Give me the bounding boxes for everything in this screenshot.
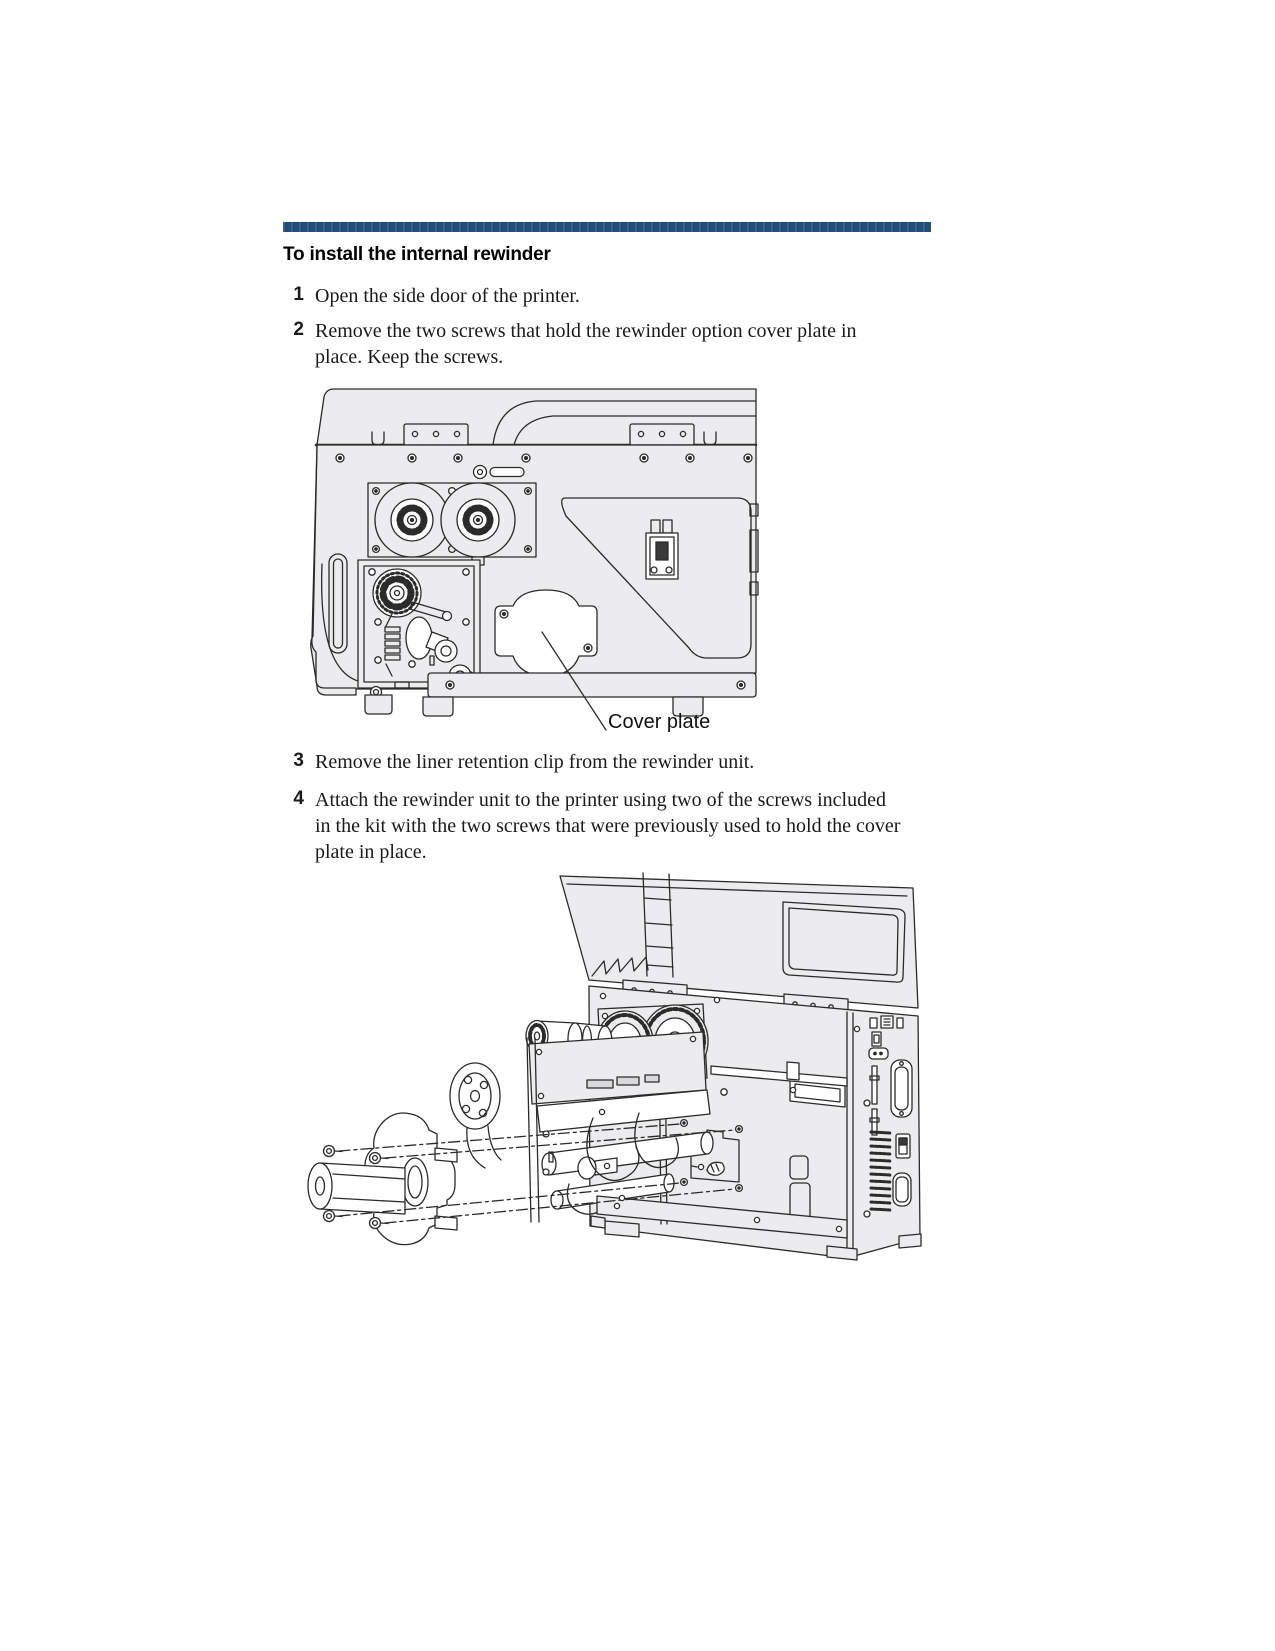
step-1: 1 Open the side door of the printer. (283, 283, 943, 309)
screw (853, 1025, 861, 1033)
latch-bar (869, 1065, 880, 1136)
rewinder-pulley (449, 1062, 502, 1169)
step-number: 2 (293, 319, 304, 340)
section-rule (283, 222, 931, 232)
rewinder-installation-drawing (307, 872, 922, 1261)
screw (598, 1108, 606, 1116)
screw (863, 1210, 871, 1218)
ribbon-spool (374, 482, 450, 558)
step-text: Remove the liner retention clip from the… (315, 751, 755, 773)
screw (618, 1194, 626, 1202)
sensor-block (645, 519, 679, 580)
screw (863, 1099, 871, 1107)
power-inlet (892, 1172, 912, 1207)
print-mechanism (528, 1031, 711, 1133)
latch-pin (472, 464, 525, 480)
parallel-port (890, 1059, 913, 1118)
screw (599, 992, 607, 1000)
mounting-tab (434, 1147, 458, 1163)
rear-connector-panel (789, 1015, 913, 1222)
door-handle (328, 553, 348, 654)
ethernet-port (880, 1015, 894, 1029)
usb-port (871, 1031, 882, 1047)
step-4: 4 Attach the rewinder unit to the printe… (283, 787, 943, 865)
step-3: 3 Remove the liner retention clip from t… (283, 749, 943, 775)
cover-plate (494, 589, 598, 677)
figure-rewinder-installation (287, 866, 927, 1264)
figure-printer-side-view (300, 386, 760, 738)
step-2: 2 Remove the two screws that hold the re… (283, 318, 943, 370)
rewinder-unit (307, 1112, 458, 1246)
panel-label (789, 1155, 809, 1180)
alignment-lines (338, 1123, 736, 1224)
screws (335, 453, 753, 463)
mounting-tab (434, 1215, 458, 1231)
screw (713, 996, 721, 1004)
connector-icon (869, 1017, 878, 1029)
printer-side-view-drawing (310, 388, 759, 731)
media-guide-bar (710, 1061, 848, 1096)
leader-line (541, 631, 607, 731)
connector-icon (896, 1017, 904, 1029)
step-text: Remove the two screws that hold the rewi… (315, 320, 857, 368)
step-text: Open the side door of the printer. (315, 285, 580, 307)
step-number: 1 (293, 284, 304, 305)
power-switch (895, 1133, 911, 1159)
screw-holes (679, 1118, 744, 1193)
cover-plate-label: Cover plate (608, 711, 711, 733)
rewinder-spindle (307, 1162, 406, 1215)
door-latch (749, 503, 759, 596)
printer-base (364, 672, 757, 717)
vent-grid (869, 1130, 892, 1212)
step-text: Attach the rewinder unit to the printer … (315, 789, 901, 863)
ribbon-spool (440, 482, 516, 558)
step-number: 3 (293, 750, 304, 771)
printer-lid (559, 872, 919, 1009)
ribbon-spool-plate (367, 482, 537, 558)
serial-port (868, 1047, 889, 1060)
section-heading: To install the internal rewinder (283, 244, 551, 265)
mounting-screws (322, 1144, 389, 1230)
screw (603, 1162, 611, 1170)
step-number: 4 (293, 788, 304, 809)
printer-base (590, 1195, 922, 1261)
